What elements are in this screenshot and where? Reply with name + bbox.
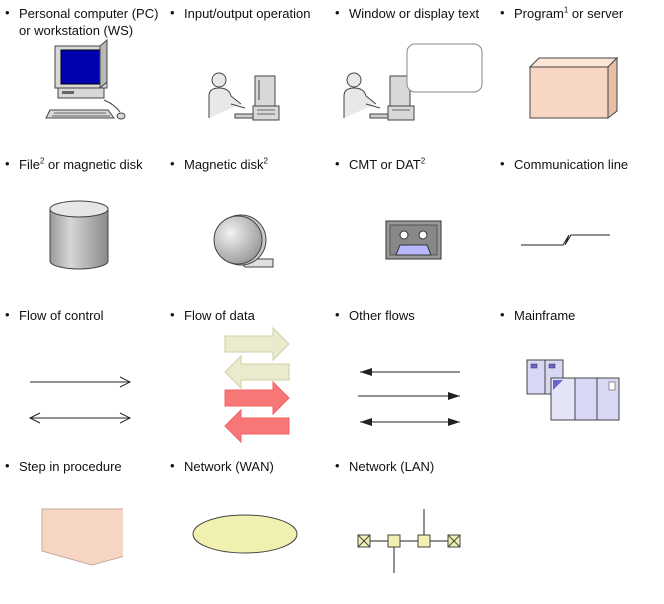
legend-label-other: Other flows: [349, 308, 415, 323]
program-box-icon: [528, 56, 619, 120]
legend-label-step: Step in procedure: [19, 459, 122, 474]
legend-item-comm: • Communication line: [495, 151, 660, 302]
bullet: •: [5, 307, 10, 322]
legend-item-cmt: • CMT or DAT2: [330, 151, 495, 302]
cassette-icon: [385, 220, 442, 260]
legend-label-comm: Communication line: [514, 157, 629, 172]
legend-label-window: Window or display text: [349, 6, 480, 21]
legend-item-mainframe: • Mainframe: [495, 302, 660, 453]
bullet: •: [170, 156, 175, 171]
bullet: •: [500, 5, 505, 20]
legend-item-control: • Flow of control: [0, 302, 165, 453]
data-flow-arrows-icon: [224, 326, 290, 444]
tape-reel-icon: [213, 214, 274, 268]
bullet: •: [335, 5, 340, 20]
legend-item-lan: • Network (LAN): [330, 453, 495, 604]
legend-label-mainframe: Mainframe: [514, 308, 576, 323]
bullet: •: [5, 156, 10, 171]
legend-label-lan: Network (LAN): [349, 459, 435, 474]
legend-item-pc: • Personal computer (PC) or workstation …: [0, 0, 165, 151]
bullet: •: [170, 307, 175, 322]
legend-label-cmt: CMT or DAT2: [349, 156, 426, 172]
symbol-legend: • Personal computer (PC) or workstation …: [0, 0, 660, 573]
bullet: •: [170, 5, 175, 20]
wan-ellipse-icon: [192, 514, 298, 554]
legend-label-control: Flow of control: [19, 308, 104, 323]
legend-label-data: Flow of data: [184, 308, 255, 323]
legend-item-wan: • Network (WAN): [165, 453, 330, 604]
legend-item-file: • File2 or magnetic disk: [0, 151, 165, 302]
cylinder-disk-icon: [49, 200, 109, 270]
legend-item-data: • Flow of data: [165, 302, 330, 453]
mainframe-icon: [526, 359, 620, 421]
communication-line-icon: [521, 234, 610, 246]
legend-label-pc: Personal computer (PC) or workstation (W…: [19, 6, 159, 38]
legend-label-magdisk: Magnetic disk2: [184, 156, 268, 172]
legend-label-wan: Network (WAN): [184, 459, 274, 474]
legend-item-window: • Window or display text: [330, 0, 495, 151]
person-at-computer-icon: [208, 72, 280, 121]
bullet: •: [500, 156, 505, 171]
bullet: •: [335, 307, 340, 322]
legend-label-file: File2 or magnetic disk: [19, 156, 143, 172]
other-flow-arrows-icon: [358, 368, 460, 426]
legend-item-program: • Program1 or server: [495, 0, 660, 151]
step-shape-icon: [41, 508, 123, 566]
bullet: •: [335, 156, 340, 171]
bullet: •: [500, 307, 505, 322]
legend-label-program: Program1 or server: [514, 5, 624, 21]
legend-item-io: • Input/output operation: [165, 0, 330, 151]
lan-bus-icon: [357, 509, 461, 573]
bullet: •: [170, 458, 175, 473]
bullet: •: [335, 458, 340, 473]
legend-item-step: • Step in procedure: [0, 453, 165, 604]
control-flow-arrows-icon: [28, 376, 132, 424]
legend-label-io: Input/output operation: [184, 6, 311, 21]
bullet: •: [5, 5, 10, 20]
legend-item-other: • Other flows: [330, 302, 495, 453]
computer-icon: [45, 38, 126, 120]
legend-item-magdisk: • Magnetic disk2: [165, 151, 330, 302]
bullet: •: [5, 458, 10, 473]
window-display-icon: [343, 43, 483, 121]
